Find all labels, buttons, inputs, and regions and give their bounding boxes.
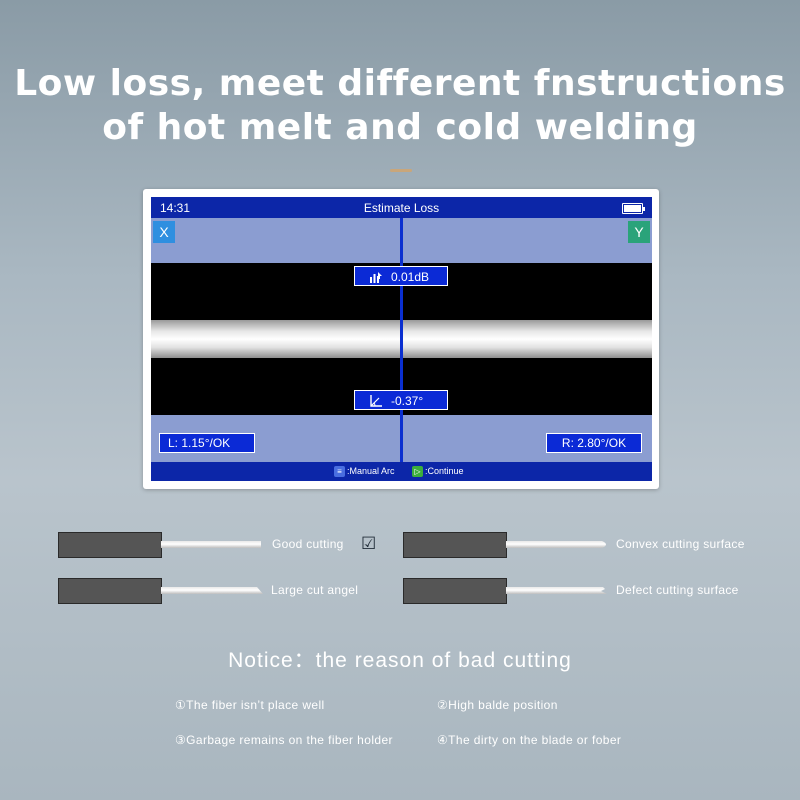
reason-item: ③Garbage remains on the fiber holder [175, 733, 393, 747]
fiber-holder [58, 532, 162, 558]
continue-hint[interactable]: ▷:Continue [412, 465, 464, 478]
fiber-angled-end [161, 587, 263, 594]
reason-item: ②High balde position [437, 698, 558, 712]
continue-key-icon: ▷ [412, 466, 423, 478]
fiber-defect-end [506, 587, 607, 594]
soft-key-bar: ≡:Manual Arc ▷:Continue [151, 462, 652, 481]
status-time: 14:31 [160, 201, 191, 215]
fiber-holder [403, 578, 507, 604]
angle-readout: -0.37° [354, 390, 448, 410]
fiber-flat-end [161, 541, 261, 548]
loss-icon [370, 272, 382, 283]
continue-label: :Continue [425, 466, 464, 476]
left-cleave-status: L: 1.15°/OK [159, 433, 255, 453]
fiber-holder [58, 578, 162, 604]
axis-x-tag[interactable]: X [153, 221, 175, 243]
status-bar: 14:31 Estimate Loss [151, 197, 652, 218]
center-alignment-line [400, 218, 403, 462]
loss-value: 0.01dB [391, 270, 430, 284]
reason-item: ④The dirty on the blade or fober [437, 733, 622, 747]
check-icon: ☑ [361, 534, 377, 553]
good-cutting-diagram: Good cutting ☑ [58, 532, 388, 558]
fiber-holder [403, 532, 507, 558]
accent-divider [390, 169, 412, 172]
axis-y-tag[interactable]: Y [628, 221, 650, 243]
manual-arc-key-icon: ≡ [334, 466, 345, 478]
battery-icon [622, 203, 645, 214]
fiber-convex-end [506, 541, 606, 548]
manual-arc-hint[interactable]: ≡:Manual Arc [334, 465, 395, 478]
angle-value: -0.37° [391, 394, 424, 408]
headline-line-1: Low loss, meet different fnstructions [14, 63, 786, 104]
defect-cutting-label: Defect cutting surface [616, 583, 739, 597]
headline-line-2: of hot melt and cold welding [102, 107, 698, 148]
large-angle-diagram: Large cut angel [58, 578, 388, 604]
notice-title: Notice：the reason of bad cutting [228, 649, 572, 672]
angle-icon [370, 395, 382, 407]
manual-arc-label: :Manual Arc [347, 466, 395, 476]
good-cutting-label: Good cutting [272, 537, 344, 551]
reason-item: ①The fiber isn’t place well [175, 698, 325, 712]
loss-readout: 0.01dB [354, 266, 448, 286]
convex-cutting-diagram: Convex cutting surface [403, 532, 763, 558]
headline: Low loss, meet different fnstructions of… [0, 62, 800, 150]
convex-cutting-label: Convex cutting surface [616, 537, 745, 551]
screen-title: Estimate Loss [363, 201, 440, 215]
defect-cutting-diagram: Defect cutting surface [403, 578, 763, 604]
large-angle-label: Large cut angel [271, 583, 359, 597]
right-cleave-status: R: 2.80°/OK [546, 433, 642, 453]
device-screen: 14:31 Estimate Loss X Y 0.01dB -0.37° L:… [151, 197, 652, 481]
